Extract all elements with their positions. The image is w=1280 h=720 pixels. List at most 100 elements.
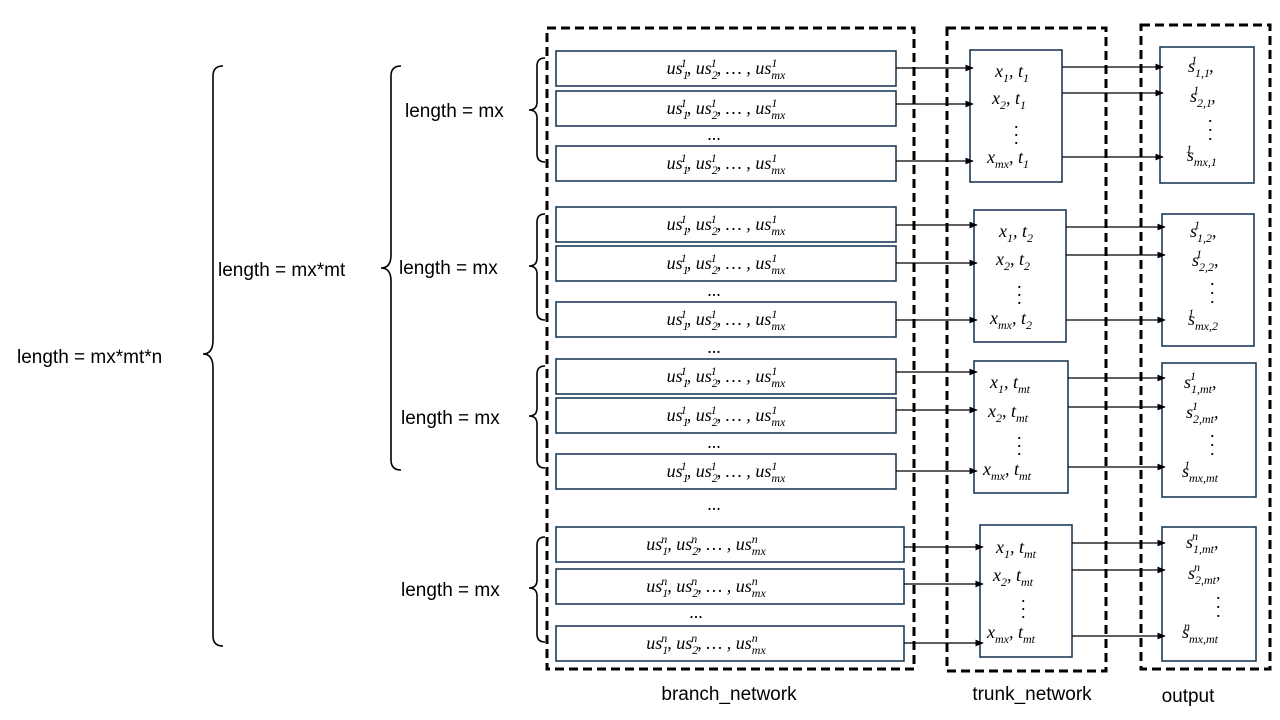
output-caption: output: [1162, 686, 1216, 707]
branch-row-text: us11, us21, … , usmx1: [667, 212, 786, 238]
output-vdots: .: [1210, 278, 1215, 298]
group-3-brace: [528, 365, 546, 469]
branch-row-text: us1n, us2n, … , usmxn: [646, 631, 766, 657]
trunk-entry: x1, tmt: [989, 372, 1031, 396]
output-vdots: .: [1216, 601, 1221, 621]
branch-row-box: [555, 453, 897, 490]
group-1-length-label: length = mx: [405, 101, 504, 122]
trunk-box: [979, 524, 1073, 658]
trunk-entry: xmx, tmt: [982, 459, 1032, 483]
output-vdots: .: [1210, 269, 1215, 289]
output-vdots: .: [1208, 115, 1213, 135]
branch-row-box: [555, 568, 905, 605]
trunk-vdots: .: [1021, 594, 1026, 614]
branch-row-text: us11, us21, … , usmx1: [667, 251, 786, 277]
between-group-ellipsis-1: ...: [707, 337, 721, 357]
group-3-length-label: length = mx: [401, 408, 500, 429]
trunk-vdots: .: [1014, 120, 1019, 140]
trunk-entry: xmx, tmt: [986, 622, 1036, 646]
trunk-entry: x2, t2: [995, 249, 1030, 273]
trunk-entry: x2, tmt: [992, 565, 1034, 589]
outer-brace: [202, 65, 224, 647]
branch-row-box: [555, 397, 897, 434]
between-group-ellipsis-2: ...: [707, 494, 721, 514]
branch-row-box: [555, 526, 905, 563]
row-ellipsis: ...: [707, 280, 721, 300]
group-1: us11, us21, … , usmx1 us11, us21, … , us…: [555, 46, 1255, 184]
group-2-length-label: length = mx: [399, 258, 498, 279]
row-ellipsis: ...: [707, 432, 721, 452]
output-entry: s2,21,: [1192, 247, 1219, 274]
output-box: [1161, 526, 1257, 662]
output-frame: [1139, 23, 1272, 671]
row-ellipsis: ...: [689, 602, 703, 622]
output-entry: s1,mtn,: [1186, 529, 1219, 556]
trunk-vdots: .: [1017, 423, 1022, 443]
trunk-box: [973, 360, 1069, 494]
output-vdots: .: [1216, 583, 1221, 603]
branch-row-text: us11, us21, … , usmx1: [667, 403, 786, 429]
trunk-vdots: .: [1021, 586, 1026, 606]
trunk-network-caption: trunk_network: [972, 684, 1092, 705]
trunk-network-frame: [945, 26, 1108, 673]
output-entry: s1,mt1,: [1184, 369, 1217, 396]
output-vdots: .: [1210, 421, 1215, 441]
branch-row-text: us11, us21, … , usmx1: [667, 56, 786, 82]
branch-row-text: us11, us21, … , usmx1: [667, 96, 786, 122]
group-2: us11, us21, … , usmx1 us11, us21, … , us…: [555, 206, 1255, 347]
output-entry: smx,21: [1188, 306, 1218, 333]
output-vdots: .: [1210, 439, 1215, 459]
output-entry: smx,mtn: [1182, 619, 1219, 646]
trunk-vdots: .: [1017, 288, 1022, 308]
branch-row-box: [555, 206, 897, 243]
output-entry: smx,mt1: [1182, 458, 1219, 485]
group-4-brace: [528, 536, 546, 643]
trunk-vdots: .: [1017, 431, 1022, 451]
branch-network-frame: [545, 26, 916, 671]
branch-row-text: us1n, us2n, … , usmxn: [646, 574, 766, 600]
group-2-brace: [528, 213, 546, 321]
output-box: [1161, 362, 1257, 498]
middle-brace: [380, 65, 402, 471]
group-4-length-label: length = mx: [401, 580, 500, 601]
trunk-entry: x1, t2: [998, 221, 1033, 245]
branch-row-text: us11, us21, … , usmx1: [667, 459, 786, 485]
group-3: us11, us21, … , usmx1 us11, us21, … , us…: [555, 358, 1257, 498]
group-4: us1n, us2n, … , usmxn us1n, us2n, … , us…: [555, 524, 1257, 662]
branch-network-caption: branch_network: [661, 684, 797, 705]
trunk-entry: x2, t1: [991, 88, 1026, 112]
output-vdots: .: [1208, 106, 1213, 126]
branch-row-box: [555, 301, 897, 338]
trunk-vdots: .: [1017, 280, 1022, 300]
trunk-vdots: .: [1014, 112, 1019, 132]
branch-row-box: [555, 245, 897, 282]
trunk-entry: x2, tmt: [987, 401, 1029, 425]
trunk-vdots: .: [1017, 272, 1022, 292]
output-entry: s2,mtn,: [1188, 560, 1221, 587]
output-entry: smx,11: [1186, 142, 1216, 169]
output-vdots: .: [1210, 287, 1215, 307]
output-box: [1159, 46, 1255, 184]
trunk-box: [969, 49, 1063, 183]
branch-row-box: [555, 90, 897, 127]
trunk-entry: x1, tmt: [995, 537, 1037, 561]
trunk-entry: xmx, t1: [986, 147, 1029, 171]
branch-row-text: us1n, us2n, … , usmxn: [646, 532, 766, 558]
output-vdots: .: [1210, 430, 1215, 450]
branch-row-box: [555, 145, 897, 182]
output-entry: s1,11,: [1188, 53, 1214, 80]
output-box: [1161, 213, 1255, 347]
trunk-vdots: .: [1021, 602, 1026, 622]
trunk-vdots: .: [1017, 439, 1022, 459]
trunk-box: [973, 209, 1067, 343]
branch-row-box: [555, 625, 905, 662]
output-entry: s2,11,: [1190, 83, 1216, 110]
row-ellipsis: ...: [707, 124, 721, 144]
output-vdots: .: [1216, 592, 1221, 612]
output-vdots: .: [1208, 124, 1213, 144]
branch-row-text: us11, us21, … , usmx1: [667, 307, 786, 333]
outer-length-label: length = mx*mt*n: [17, 347, 162, 368]
branch-row-box: [555, 358, 897, 395]
branch-row-text: us11, us21, … , usmx1: [667, 151, 786, 177]
